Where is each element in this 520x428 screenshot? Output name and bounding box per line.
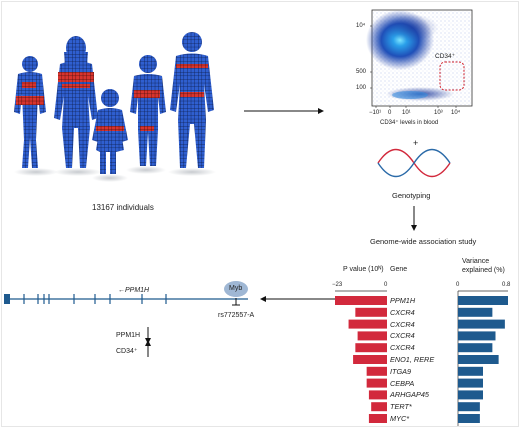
pvalue-bar bbox=[371, 402, 387, 412]
variance-bar bbox=[458, 390, 483, 400]
gene-label: CXCR4 bbox=[390, 307, 415, 317]
variance-axis-max: 0.8 bbox=[502, 282, 511, 288]
gene-label: CXCR4 bbox=[390, 331, 415, 341]
gene-label: ENO1, RERE bbox=[390, 355, 435, 364]
person-3 bbox=[92, 89, 128, 174]
flow-y-tick-2: 500 bbox=[356, 69, 367, 75]
gene-label: CXCR4 bbox=[390, 319, 415, 329]
person-2 bbox=[54, 36, 98, 168]
variance-bar bbox=[458, 378, 483, 388]
variance-bar bbox=[458, 366, 483, 376]
variance-bar bbox=[458, 307, 493, 317]
people-caption: 13167 individuals bbox=[92, 203, 154, 212]
variance-bar bbox=[458, 331, 496, 341]
pvalue-axis-min: −23 bbox=[332, 282, 343, 288]
person-5 bbox=[170, 32, 214, 168]
variance-bar bbox=[458, 355, 499, 364]
person-1 bbox=[14, 56, 46, 168]
pvalue-bar bbox=[368, 414, 387, 423]
pvalue-bar bbox=[355, 307, 387, 317]
pvalue-bar bbox=[353, 355, 387, 364]
flow-y-tick-1: 10⁴ bbox=[356, 23, 366, 29]
gene-header: Gene bbox=[390, 266, 408, 273]
myb-label: Myb bbox=[229, 285, 243, 292]
up-arrow-icon bbox=[145, 340, 151, 357]
pvalue-bar bbox=[355, 343, 387, 353]
gene-label: MYC* bbox=[390, 414, 410, 423]
variance-bar bbox=[458, 343, 493, 353]
person-4 bbox=[130, 55, 166, 166]
gene-label: CEBPA bbox=[390, 378, 415, 388]
flow-x-tick-5: 10⁴ bbox=[451, 110, 461, 116]
variance-bar bbox=[458, 319, 505, 329]
pvalue-bar bbox=[348, 319, 387, 329]
pvalue-bars bbox=[335, 296, 387, 423]
gene-label: TERT* bbox=[390, 402, 412, 412]
gene-label: CXCR4 bbox=[390, 343, 415, 353]
variance-bars bbox=[458, 296, 508, 423]
variance-axis-min: 0 bbox=[456, 282, 460, 288]
gene-label: PPM1H bbox=[390, 296, 416, 305]
flow-x-tick-4: 10³ bbox=[434, 110, 443, 116]
flow-x-tick-3: 10¹ bbox=[402, 110, 411, 116]
variance-bar bbox=[458, 414, 480, 423]
gene-label: ARHGAP45 bbox=[390, 390, 429, 400]
pvalue-bar bbox=[366, 366, 387, 376]
gene-label: ITGA9 bbox=[390, 366, 412, 376]
flow-x-axis-label: CD34⁺ levels in blood bbox=[380, 120, 439, 126]
pvalue-bar bbox=[357, 331, 387, 341]
effect-1-label: PPM1H bbox=[116, 332, 141, 339]
variance-header-2: explained (%) bbox=[462, 267, 505, 274]
gene-label: ←PPM1H bbox=[118, 287, 150, 294]
flow-x-tick-2: 0 bbox=[388, 110, 392, 116]
genotyping-label: Genotyping bbox=[392, 191, 431, 200]
flow-gate-label: CD34⁺ bbox=[435, 53, 456, 60]
plus-sign: + bbox=[413, 138, 419, 148]
pvalue-bar bbox=[366, 378, 387, 388]
gwas-label: Genome-wide association study bbox=[370, 237, 477, 246]
snp-label: rs772557-A bbox=[218, 312, 255, 319]
variance-bar bbox=[458, 402, 480, 412]
pvalue-bar bbox=[335, 296, 387, 305]
effect-2-label: CD34⁺ bbox=[116, 348, 138, 355]
variance-header-1: Variance bbox=[462, 258, 490, 265]
variance-bar bbox=[458, 296, 508, 305]
pvalue-header: P value (10ᴺ) bbox=[343, 266, 384, 273]
flow-x-tick-1: −10¹ bbox=[369, 110, 382, 116]
myb-bubble bbox=[224, 281, 248, 297]
flow-y-tick-3: 100 bbox=[356, 85, 367, 91]
pvalue-axis-max: 0 bbox=[384, 282, 388, 288]
pvalue-bar bbox=[368, 390, 387, 400]
